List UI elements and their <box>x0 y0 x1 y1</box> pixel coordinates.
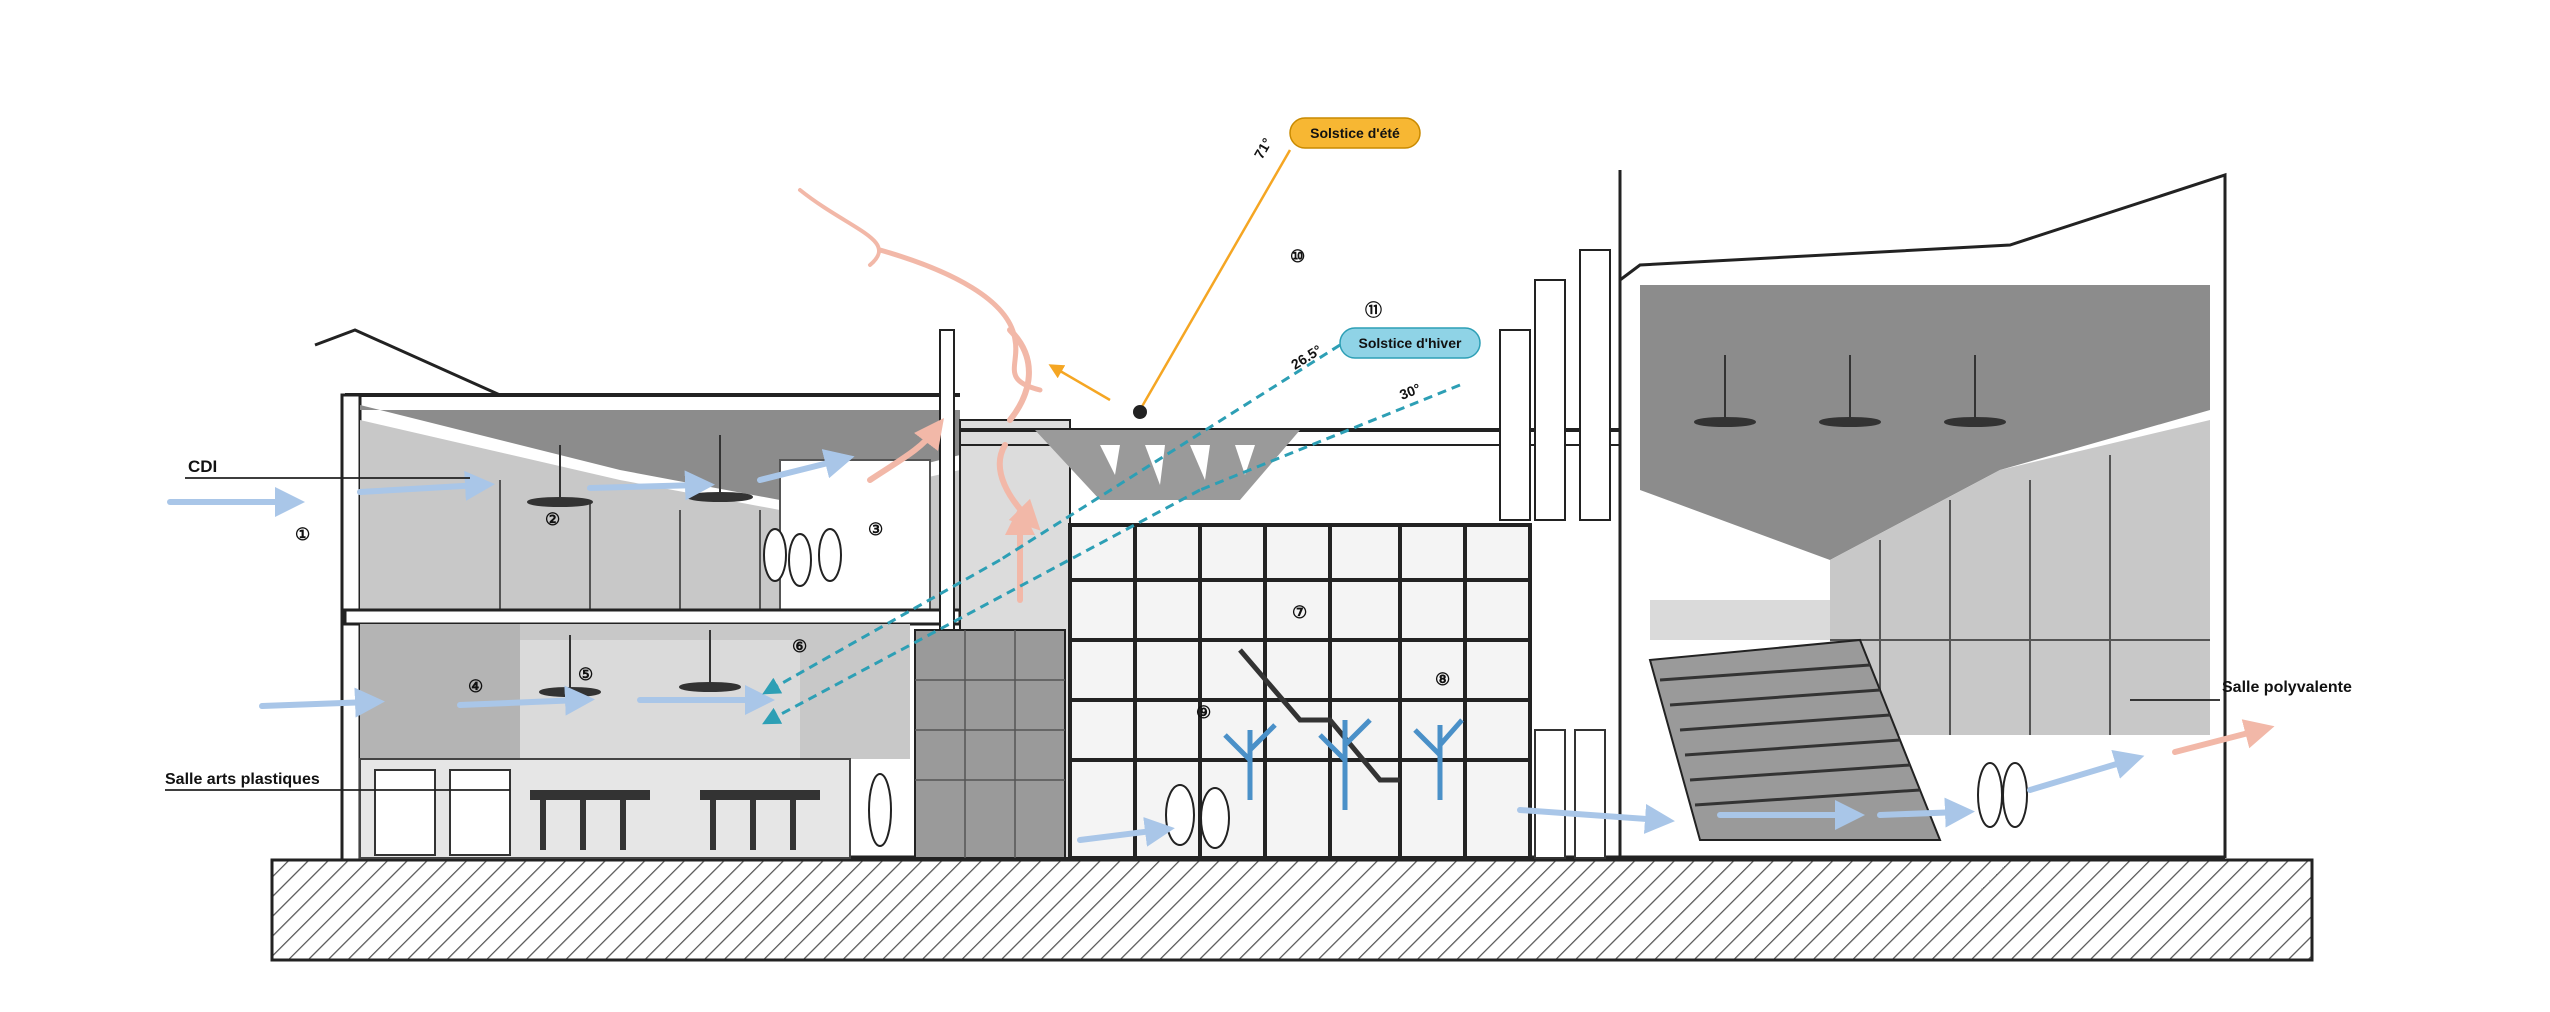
marker-6: ⑥ <box>792 637 807 656</box>
people-atrium <box>868 773 1230 849</box>
cool-air-flow <box>167 449 2145 847</box>
summer-solstice-badge: Solstice d'été <box>1289 117 1421 149</box>
central-atrium <box>868 170 1622 860</box>
polyvalente-ceiling <box>1640 285 2210 560</box>
winter-angle-b-text: 30° <box>1397 380 1423 403</box>
polyvalente-wall <box>1830 420 2210 735</box>
atrium-glazing <box>1068 523 1532 860</box>
marker-9: ⑨ <box>1196 703 1211 722</box>
winter-solstice-label: Solstice d'hiver <box>1359 335 1462 351</box>
arts-furniture <box>530 790 820 850</box>
people-polyvalente <box>1977 762 2028 828</box>
winter-sun-rays <box>762 343 1461 725</box>
winter-solstice-badge: Solstice d'hiver <box>1339 327 1481 359</box>
marker-3: ③ <box>868 520 883 539</box>
marker-5: ⑤ <box>578 665 593 684</box>
cdi-label: CDI <box>188 457 217 476</box>
marker-8: ⑧ <box>1435 670 1450 689</box>
people-cdi <box>763 528 842 587</box>
marker-10: ⑩ <box>1290 247 1305 266</box>
stair <box>1238 648 1400 783</box>
winter-angle-a-text: 26.5° <box>1288 342 1324 373</box>
summer-solstice-label: Solstice d'été <box>1310 125 1400 141</box>
marker-4: ④ <box>468 677 483 696</box>
marker-1: ① <box>295 525 310 544</box>
left-block <box>314 328 962 862</box>
summer-angle-text: 71° <box>1251 135 1275 161</box>
marker-2: ② <box>545 510 560 529</box>
atrium-trees <box>1223 718 1464 810</box>
right-block <box>1534 172 2227 859</box>
warm-air-flow <box>798 188 2275 755</box>
green-wall <box>914 629 1066 859</box>
ground-slab <box>270 858 2314 962</box>
salle-polyvalente-label: Salle polyvalente <box>2222 679 2352 696</box>
marker-7: ⑦ <box>1292 603 1307 622</box>
salle-arts-plastiques-label: Salle arts plastiques <box>165 771 320 788</box>
summer-sun-ray <box>1048 149 1292 419</box>
marker-11: ⑪ <box>1365 300 1382 320</box>
